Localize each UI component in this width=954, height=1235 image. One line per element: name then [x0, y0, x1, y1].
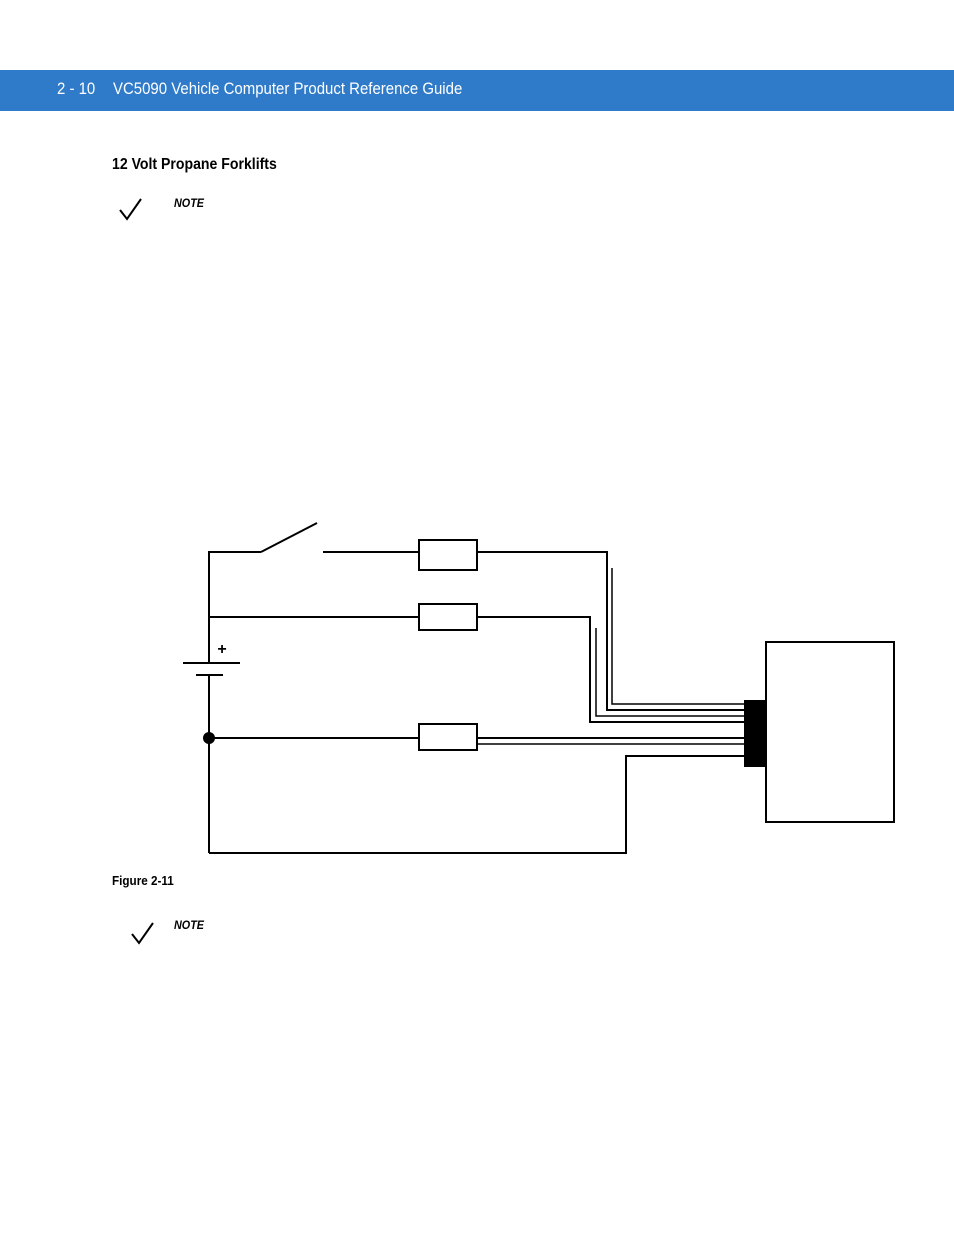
return-wire [209, 755, 745, 854]
switched-wire-right [477, 551, 745, 711]
junction-dot [203, 732, 215, 744]
vehicle-computer-box [765, 641, 895, 823]
battery-polarity-label: + [217, 641, 226, 658]
page-number: 2 - 10 [57, 79, 96, 98]
switched-wire-trace [611, 568, 745, 705]
figure-caption: Figure 2-11 [112, 873, 174, 888]
fuse-2 [418, 603, 478, 631]
checkmark-icon [131, 922, 154, 945]
section-heading: 12 Volt Propane Forklifts [112, 156, 277, 173]
document-title: VC5090 Vehicle Computer Product Referenc… [113, 79, 463, 98]
note-label: NOTE [174, 918, 205, 932]
note-label: NOTE [174, 196, 205, 210]
ignition-switch [260, 522, 318, 553]
checkmark-icon [119, 198, 142, 221]
power-connector [744, 700, 766, 767]
fuse-1 [418, 539, 478, 571]
positive-wire-trace [595, 628, 745, 717]
header-bar [0, 70, 954, 111]
switch-lead-wire [208, 551, 261, 620]
positive-wire-right [477, 616, 745, 723]
fuse-3 [418, 723, 478, 751]
positive-wire-left [208, 616, 419, 662]
